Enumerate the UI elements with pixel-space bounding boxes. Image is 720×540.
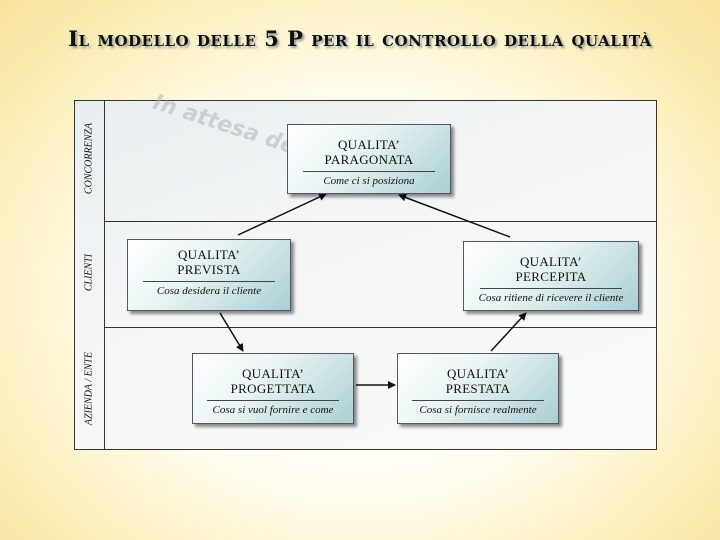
box-title: QUALITA’ PROGETTATA	[193, 366, 353, 396]
box-description: Cosa ritiene di ricevere il cliente	[464, 292, 638, 305]
box-title-line1: QUALITA’	[398, 366, 558, 381]
box-divider	[412, 400, 543, 401]
box-title-line2: PROGETTATA	[193, 381, 353, 396]
box-description: Cosa desidera il cliente	[128, 285, 290, 298]
box-title-line2: PREVISTA	[128, 262, 290, 277]
box-description: Cosa si vuol fornire e come	[193, 404, 353, 417]
box-title-line1: QUALITA’	[128, 247, 290, 262]
box-title: QUALITA’ PERCEPITA	[464, 254, 638, 284]
box-qualita-percepita: QUALITA’ PERCEPITA Cosa ritiene di ricev…	[463, 241, 639, 311]
box-description: Cosa si fornisce realmente	[398, 404, 558, 417]
box-qualita-paragonata: QUALITA’ PARAGONATA Come ci si posiziona	[287, 124, 451, 194]
box-qualita-prestata: QUALITA’ PRESTATA Cosa si fornisce realm…	[397, 353, 559, 424]
box-qualita-prevista: QUALITA’ PREVISTA Cosa desidera il clien…	[127, 239, 291, 311]
arrow-prevista-to-progettata	[220, 313, 243, 351]
box-title: QUALITA’ PRESTATA	[398, 366, 558, 396]
box-qualita-progettata: QUALITA’ PROGETTATA Cosa si vuol fornire…	[192, 353, 354, 424]
box-description: Come ci si posiziona	[288, 175, 450, 188]
box-title-line1: QUALITA’	[193, 366, 353, 381]
box-title-line2: PARAGONATA	[288, 152, 450, 167]
box-divider	[143, 281, 276, 282]
arrow-prevista-to-paragonata	[238, 194, 326, 235]
arrow-prestata-to-percepita	[491, 313, 526, 351]
box-divider	[207, 400, 338, 401]
box-title-line1: QUALITA’	[464, 254, 638, 269]
box-divider	[303, 171, 436, 172]
box-title-line2: PERCEPITA	[464, 269, 638, 284]
box-title: QUALITA’ PARAGONATA	[288, 137, 450, 167]
box-divider	[480, 288, 623, 289]
box-title: QUALITA’ PREVISTA	[128, 247, 290, 277]
arrow-percepita-to-paragonata	[399, 195, 510, 237]
box-title-line2: PRESTATA	[398, 381, 558, 396]
box-title-line1: QUALITA’	[288, 137, 450, 152]
